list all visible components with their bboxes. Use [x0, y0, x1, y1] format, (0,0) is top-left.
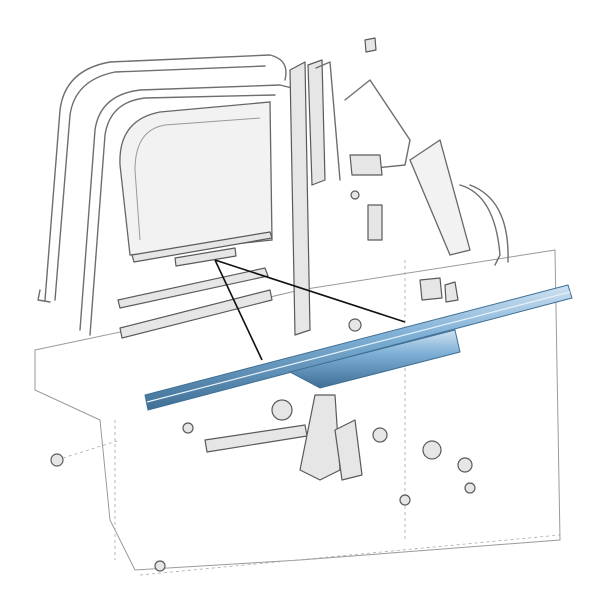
vent-window-assembly [344, 37, 509, 303]
door-frame-weatherstrip [37, 54, 301, 336]
belt-line-weatherstrips [117, 267, 273, 339]
door-glass [119, 101, 273, 256]
fasteners [50, 190, 476, 572]
callout-lines [214, 259, 406, 361]
glass-lower-channel-highlighted [144, 284, 573, 411]
door-sash-run-channel [289, 59, 341, 336]
window-regulator [182, 318, 473, 481]
glass-lower-channel-installed [131, 231, 273, 267]
